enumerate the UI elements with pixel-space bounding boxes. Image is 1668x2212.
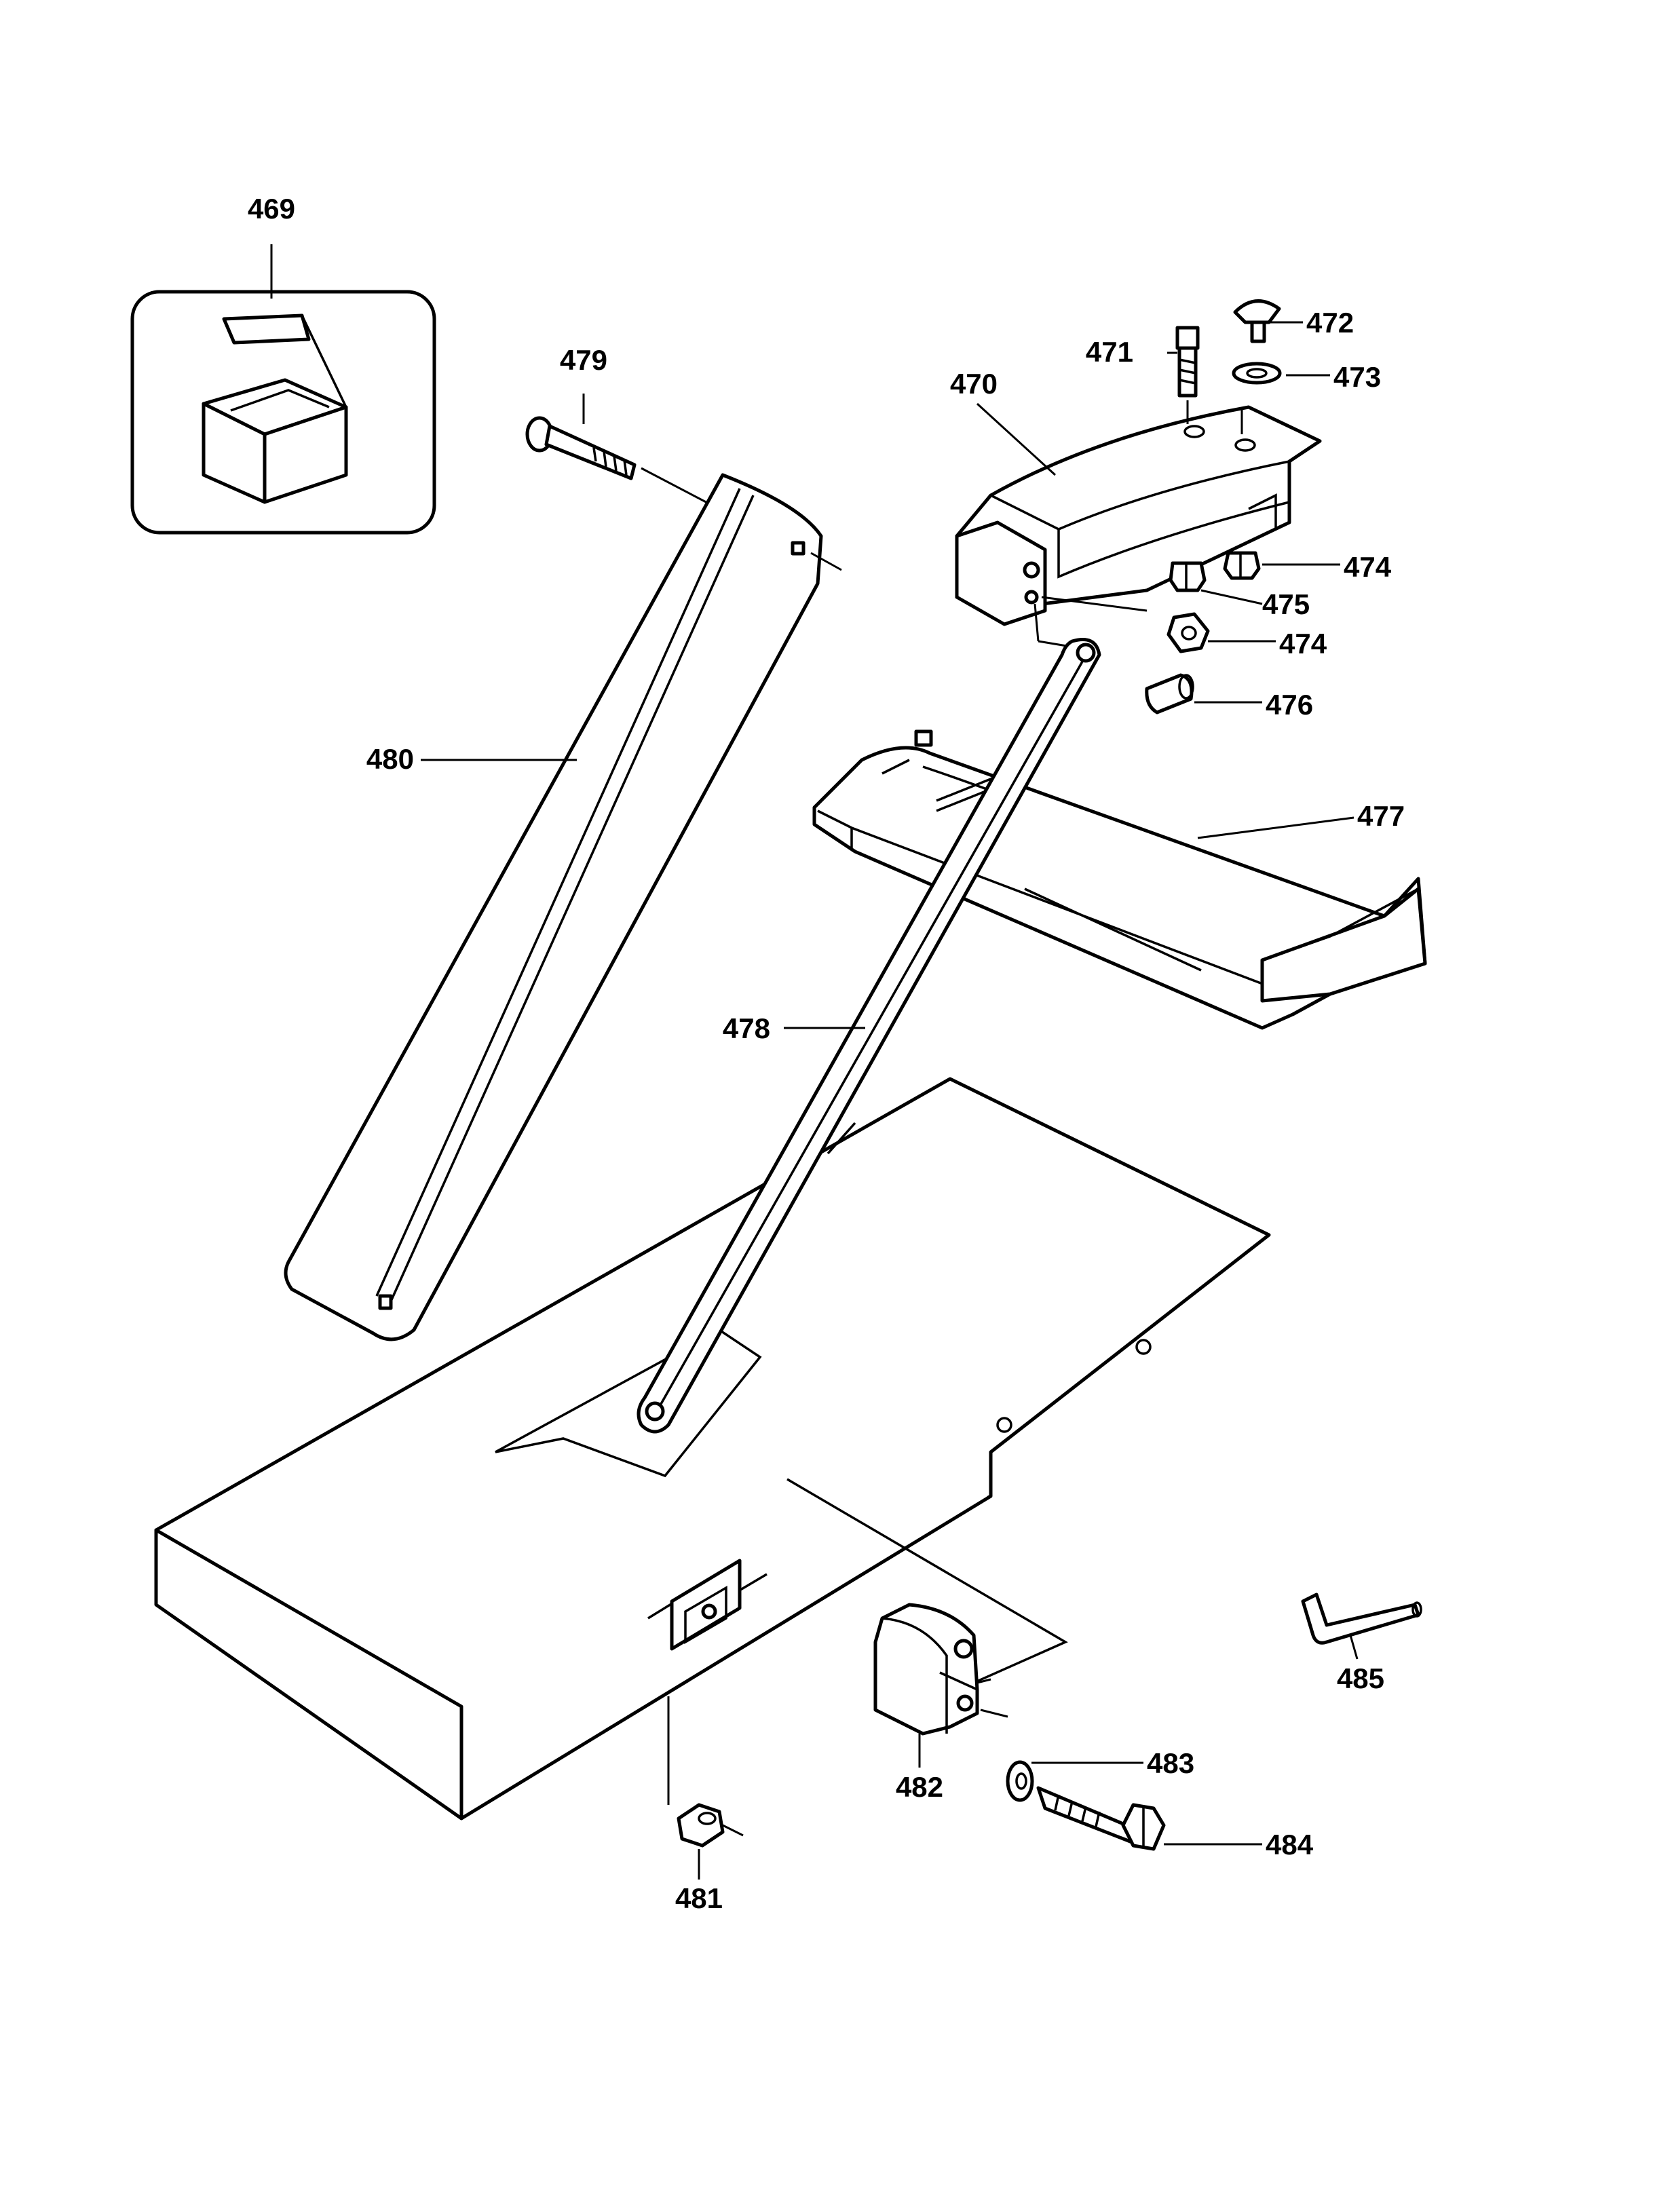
part-label-478: 478 [723,1012,770,1044]
pin-476-drawing [1145,673,1262,714]
hex-key-485-drawing [1301,1593,1422,1660]
hex-bolt-484-drawing [1036,1786,1262,1851]
part-label-483: 483 [1147,1747,1194,1779]
washer-473-drawing [1232,362,1330,385]
part-label-479: 479 [560,344,607,376]
part-label-471: 471 [1086,336,1133,368]
link-rod-drawing [637,638,1101,1434]
knob-472-drawing [1233,299,1303,434]
part-label-482: 482 [896,1771,943,1803]
bracket-482-drawing [873,1603,1008,1768]
part-label-477: 477 [1357,800,1405,832]
bolt-471-drawing [1167,326,1200,424]
part-label-476: 476 [1266,689,1313,721]
part-label-484: 484 [1266,1829,1314,1861]
part-label-480: 480 [366,743,414,775]
part-label-475: 475 [1262,588,1310,620]
blade-guard-holder-drawing [955,402,1322,649]
base-block-drawing [154,1077,1271,1820]
pivot-bolt-drawing [525,394,713,507]
part-label-472: 472 [1306,307,1354,339]
washer-483-drawing [1006,1760,1143,1802]
part-label-481: 481 [675,1882,723,1914]
part-label-485: 485 [1337,1662,1384,1694]
sleeve-481-drawing [667,1696,744,1880]
carry-case-drawing [130,244,436,535]
part-label-474-upper: 474 [1344,551,1392,583]
part-label-473: 473 [1333,361,1381,393]
part-label-470: 470 [950,368,998,400]
fence-plate-drawing [812,729,1427,1030]
part-label-474-lower: 474 [1279,628,1327,660]
upper-blade-guard-drawing [284,473,842,1341]
part-label-469: 469 [248,193,295,225]
nuts-drawing [1167,551,1340,653]
